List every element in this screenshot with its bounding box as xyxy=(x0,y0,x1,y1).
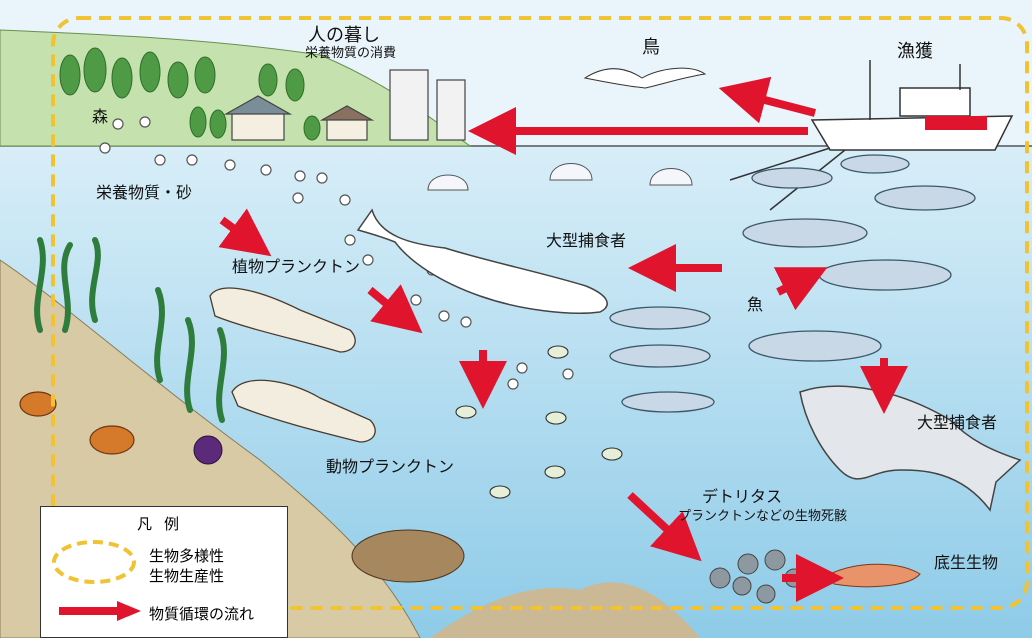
label-fish: 魚 xyxy=(747,295,764,314)
label-benthos: 底生生物 xyxy=(934,553,999,572)
label-large-predator-bottom: 大型捕食者 xyxy=(917,413,998,432)
houses xyxy=(223,69,466,141)
label-fishing: 漁獲 xyxy=(897,41,933,62)
legend-productivity: 生物生産性 xyxy=(149,567,225,585)
seabed-mound xyxy=(430,582,700,638)
zooplankton xyxy=(455,345,623,499)
legend-biodiversity: 生物多様性 xyxy=(149,547,225,565)
squids xyxy=(209,287,376,443)
arrow-to-fish xyxy=(773,267,828,311)
jellyfish xyxy=(427,163,693,191)
biodiversity-boundary xyxy=(51,16,1029,610)
arrow-fishing-to-bird xyxy=(718,76,817,124)
forest-trees xyxy=(59,47,321,141)
legend-dashed-ellipse-icon xyxy=(52,540,136,584)
fish-school xyxy=(609,154,976,413)
label-phytoplankton: 植物プランクトン xyxy=(232,257,361,276)
legend: 凡例 生物多様性 生物生産性 物質循環の流れ xyxy=(40,506,288,638)
flow-arrows xyxy=(218,76,908,602)
legend-material-cycle: 物質循環の流れ xyxy=(149,605,255,623)
label-forest: 森 xyxy=(92,107,109,126)
label-human-life: 人の暮し xyxy=(308,25,380,46)
arrow-nutrients-to-phytoplankton xyxy=(218,208,272,257)
arrow-phytoplankton-down xyxy=(367,284,423,334)
label-detritus-note: プランクトンなどの生物死骸 xyxy=(678,509,848,524)
fishing-boat xyxy=(729,60,1014,211)
detritus-particles xyxy=(709,549,804,604)
label-nutrient-consumption: 栄養物質の消費 xyxy=(305,46,397,61)
whale xyxy=(356,208,608,314)
bird xyxy=(583,67,707,89)
label-detritus: デトリタス xyxy=(702,487,783,506)
label-nutrients-sand: 栄養物質・砂 xyxy=(96,183,193,202)
label-bird: 鳥 xyxy=(642,37,660,58)
legend-arrow-icon xyxy=(59,601,141,621)
shark xyxy=(799,385,1022,512)
label-zooplankton: 動物プランクトン xyxy=(326,457,455,476)
flatfish xyxy=(351,529,465,583)
arrow-to-detritus xyxy=(627,492,702,562)
sea-urchin xyxy=(193,435,223,465)
crabs xyxy=(19,391,135,455)
label-large-predator-top: 大型捕食者 xyxy=(546,231,627,250)
shrimp xyxy=(829,563,921,588)
legend-title: 凡例 xyxy=(136,515,191,533)
seaweed xyxy=(34,237,227,423)
